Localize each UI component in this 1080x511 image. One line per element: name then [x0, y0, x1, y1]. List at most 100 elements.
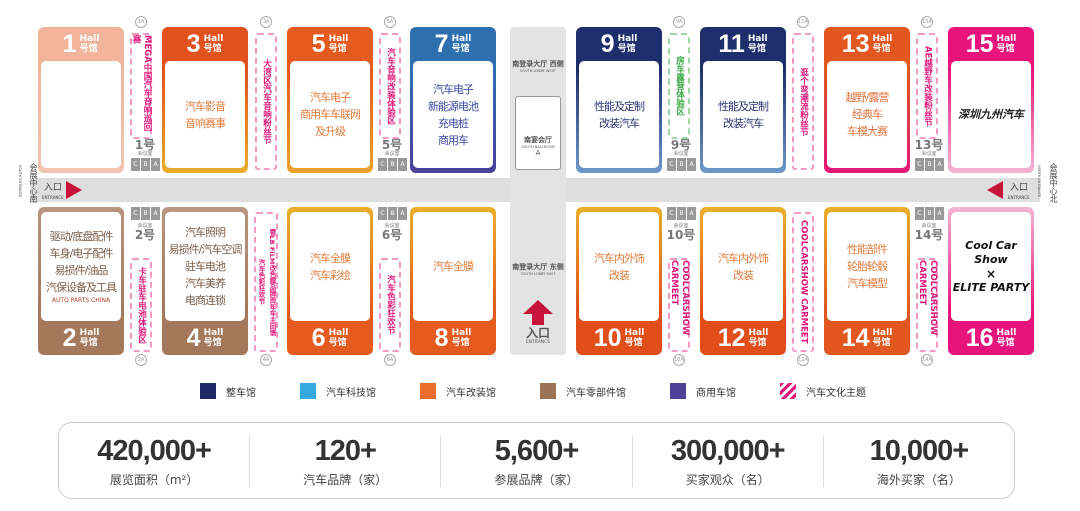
zone-id-6A: 6A — [384, 354, 396, 366]
culture-zone-10A[interactable]: COOLCARSHOW CARMEET — [668, 258, 690, 352]
room-section-B[interactable]: B — [141, 158, 150, 171]
hall-content: 汽车全膜汽车彩绘 — [290, 212, 370, 321]
south-entrance-name: 会展中心南 — [29, 163, 38, 203]
hall-category: 性能部件 — [847, 243, 888, 256]
room-section-A[interactable]: A — [687, 207, 696, 220]
room-section-A[interactable]: A — [935, 207, 944, 220]
culture-zone-13A[interactable]: AE越野车改装粉丝节 — [916, 33, 938, 139]
room-number: 1号 — [134, 138, 156, 152]
room-section-B[interactable]: B — [677, 207, 686, 220]
culture-zone-1A[interactable]: MEGA中国汽车音响巡回赛 — [130, 33, 152, 139]
legend-swatch — [300, 383, 316, 399]
hall-number: 2 — [62, 323, 77, 352]
room-section-C[interactable]: C — [131, 207, 140, 220]
culture-zone-11A[interactable]: 逛个弯潮流粉丝节 — [792, 33, 814, 170]
room-section-B[interactable]: B — [925, 207, 934, 220]
room-number: 6号 — [381, 228, 403, 242]
hall-number: 5 — [311, 29, 326, 58]
hall-label-en: Hall — [328, 34, 349, 44]
meeting-room-1[interactable]: 1号会议室 — [130, 139, 160, 157]
stat-car-brands: 120+汽车品牌（家） — [250, 434, 442, 487]
hall-label-en: Hall — [747, 34, 768, 44]
hall-category: 汽保设备及工具 — [46, 280, 117, 294]
culture-zone-12A[interactable]: COOLCARSHOW CARMEET — [792, 212, 814, 352]
hall-category: 充电桩 — [438, 116, 469, 130]
room-section-B[interactable]: B — [677, 158, 686, 171]
room-section-C[interactable]: C — [667, 158, 676, 171]
legend-swatch — [200, 383, 216, 399]
room-section-B[interactable]: B — [388, 207, 397, 220]
room-section-A[interactable]: A — [398, 207, 407, 220]
hall-category: 性能及定制 — [594, 99, 645, 113]
culture-zone-label: 汽车音响改装体验区 — [385, 47, 396, 125]
room-section-C[interactable]: C — [131, 158, 140, 171]
room-section-A[interactable]: A — [398, 158, 407, 171]
hall-content: 汽车电子新能源电池充电桩商用车 — [413, 61, 493, 168]
room-section-B[interactable]: B — [388, 158, 397, 171]
meeting-room-9[interactable]: 9号会议室 — [666, 139, 696, 157]
room-section-C[interactable]: C — [915, 207, 924, 220]
hall-category: 驱动/底盘配件 — [49, 229, 114, 243]
culture-zone-4A[interactable]: 汽车色彩狂欢节暨LB FILM改色膜品牌周年车主回馈 — [254, 212, 278, 352]
south-ballroom[interactable]: 南宴会厅 SOUTH BALLROOM A — [515, 96, 561, 170]
entrance-label: 入口 — [525, 326, 550, 340]
hall-content: Cool Car Show×ELITE PARTY — [951, 212, 1031, 321]
zone-id-11A: 11A — [797, 16, 809, 28]
legend-item: 商用车馆 — [670, 383, 736, 399]
north-entrance-label: 入口 — [1009, 183, 1028, 193]
hall-category: 音响赛事 — [185, 116, 226, 130]
culture-zone-9A[interactable]: 房车露营体验区 — [668, 33, 690, 139]
culture-zone-5A[interactable]: 汽车音响改装体验区 — [379, 33, 401, 139]
legend-item: 整车馆 — [200, 383, 256, 399]
room-section-C[interactable]: C — [667, 207, 676, 220]
room-section-A[interactable]: A — [151, 207, 160, 220]
room-section-C[interactable]: C — [378, 207, 387, 220]
culture-zone-2A[interactable]: 卡车驻车电池体验区 — [130, 258, 152, 352]
room-section-B[interactable]: B — [925, 158, 934, 171]
room-section-C[interactable]: C — [915, 158, 924, 171]
ballroom-id: A — [535, 149, 541, 157]
meeting-room-5[interactable]: 5号会议室 — [377, 139, 407, 157]
room-section-B[interactable]: B — [141, 207, 150, 220]
legend-label: 汽车文化主题 — [806, 387, 866, 399]
north-entrance-name: 会展中心北 — [1049, 163, 1058, 203]
room-section-A[interactable]: A — [935, 158, 944, 171]
hall-category: 性能及定制 — [718, 99, 769, 113]
meeting-room-13[interactable]: 13号会议室 — [914, 139, 944, 157]
south-entrance-main[interactable]: 入口 ENTRANCE — [511, 326, 565, 346]
room-section-A[interactable]: A — [687, 158, 696, 171]
culture-zone-14A[interactable]: COOLCARSHOW CARMEET — [916, 258, 938, 352]
room-section-A[interactable]: A — [151, 158, 160, 171]
room-label: 会议室 — [673, 151, 689, 157]
room-section-C[interactable]: C — [378, 158, 387, 171]
culture-zone-3A[interactable]: 大湾区汽车音响粉丝节 — [255, 33, 277, 170]
culture-zone-6A[interactable]: 汽车色彩狂欢节 — [379, 258, 401, 352]
